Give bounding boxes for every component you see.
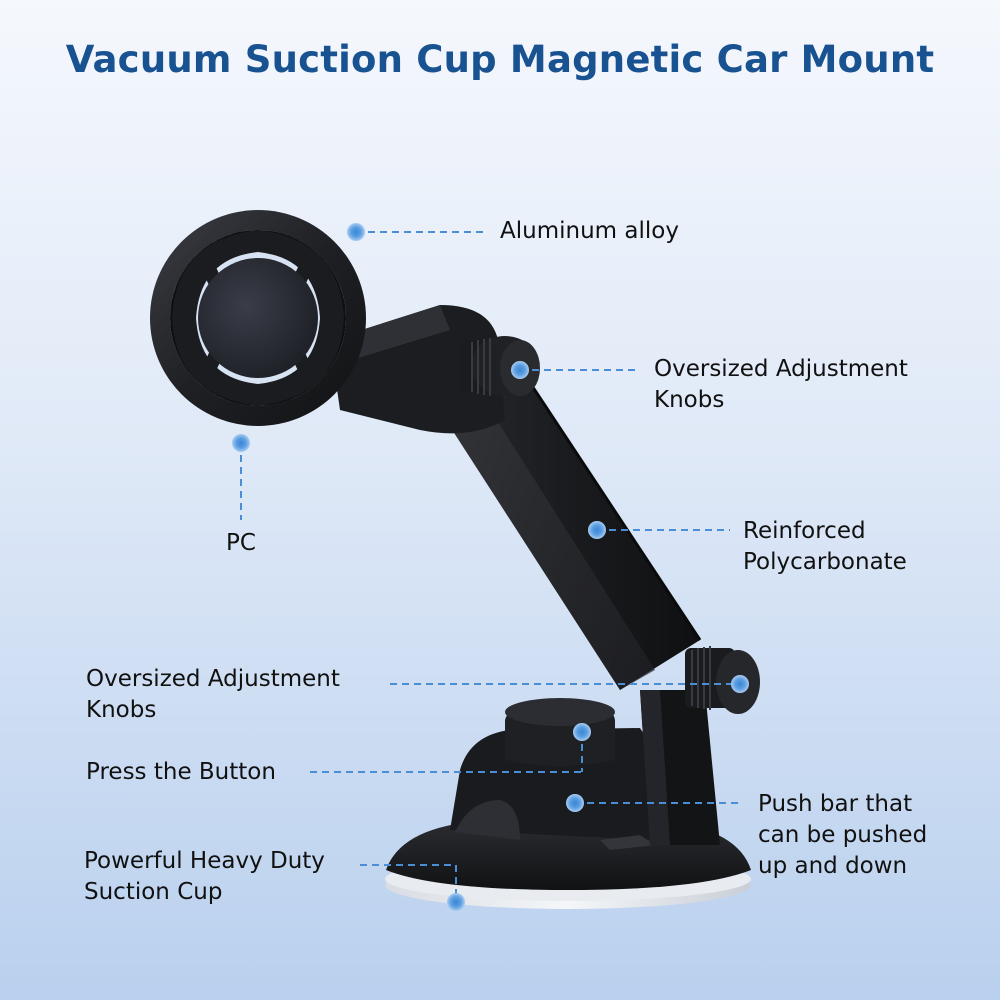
label-suction-cup: Powerful Heavy Duty Suction Cup — [84, 848, 325, 905]
dot-button — [573, 723, 591, 741]
callout-dots — [232, 223, 749, 911]
suction-cup — [385, 822, 751, 909]
dot-suction — [447, 893, 465, 911]
dot-polycarbonate — [588, 521, 606, 539]
lower-post — [640, 690, 720, 845]
magnetic-ring — [150, 210, 366, 426]
label-reinforced-polycarbonate: Reinforced Polycarbonate — [743, 518, 907, 575]
dot-aluminum — [347, 223, 365, 241]
bottom-knob — [685, 646, 760, 714]
label-push-bar: Push bar that can be pushed up and down — [758, 791, 928, 879]
label-aluminum-alloy: Aluminum alloy — [500, 218, 679, 244]
dot-knob-top — [511, 361, 529, 379]
label-oversized-knobs-top: Oversized Adjustment Knobs — [654, 356, 908, 413]
press-button-cap — [505, 698, 615, 766]
label-press-the-button: Press the Button — [86, 759, 276, 785]
dot-pc — [232, 434, 250, 452]
label-pc: PC — [226, 530, 256, 556]
telescopic-arm — [420, 344, 702, 690]
dot-push-bar — [566, 794, 584, 812]
label-oversized-knobs-bottom: Oversized Adjustment Knobs — [86, 666, 340, 723]
page-title: Vacuum Suction Cup Magnetic Car Mount — [65, 38, 935, 81]
dot-knob-bottom — [731, 675, 749, 693]
